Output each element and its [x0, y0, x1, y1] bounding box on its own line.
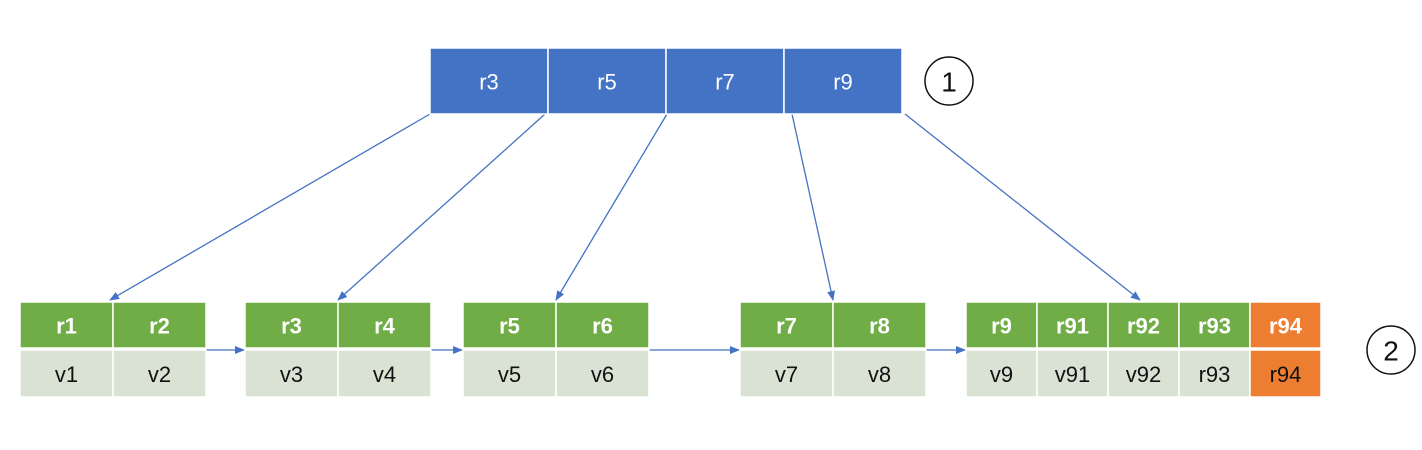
leaf-node: r1 v1 r2 v2	[19, 301, 207, 398]
leaf-value-cell: v92	[1107, 349, 1180, 398]
leaf-key-cell: r3	[244, 301, 339, 349]
leaf-key-label: r6	[592, 314, 613, 339]
leaf-badge: 2	[1366, 325, 1416, 375]
leaf-key-label: r8	[869, 314, 890, 339]
leaf-key-cell: r8	[832, 301, 927, 349]
leaf-key-cell: r9	[965, 301, 1038, 349]
leaf-value-cell: v9	[965, 349, 1038, 398]
root-key-cell: r9	[783, 47, 903, 115]
leaf-value-cell: r93	[1178, 349, 1251, 398]
leaf-key-cell: r7	[739, 301, 834, 349]
root-node: r3 r5 r7 r9	[429, 47, 903, 115]
leaf-value-cell: v8	[832, 349, 927, 398]
leaf-key-label: r7	[776, 314, 797, 339]
leaf-value-label: v9	[990, 362, 1013, 387]
leaf-node: r9 v9 r91 v91 r92 v92 r93 r93 r94 r94	[965, 301, 1322, 398]
leaf-key-label: r4	[374, 314, 396, 339]
leaf-key-label: r5	[499, 314, 520, 339]
leaf-value-cell: v1	[19, 349, 114, 398]
leaf-value-label: v91	[1055, 362, 1090, 387]
child-pointer-arrow	[904, 113, 1141, 301]
pointer-arrows	[109, 113, 1141, 354]
leaf-value-cell: v5	[462, 349, 557, 398]
root-key-cell: r5	[547, 47, 667, 115]
leaf-value-cell: v2	[112, 349, 207, 398]
leaf-value-label: v7	[775, 362, 798, 387]
leaf-key-cell: r1	[19, 301, 114, 349]
leaf-value-cell: v4	[337, 349, 432, 398]
child-pointer-arrow	[109, 113, 431, 301]
leaf-key-cell: r2	[112, 301, 207, 349]
root-key-label: r3	[479, 70, 499, 95]
leaf-value-label: v4	[373, 362, 396, 387]
leaf-value-cell: r94	[1249, 349, 1322, 398]
leaf-value-label: r93	[1199, 362, 1231, 387]
leaf-key-label: r9	[991, 314, 1012, 339]
leaf-key-label: r3	[281, 314, 302, 339]
leaf-node: r5 v5 r6 v6	[462, 301, 650, 398]
leaf-value-label: v92	[1126, 362, 1161, 387]
root-key-label: r7	[715, 70, 735, 95]
leaf-value-cell: v7	[739, 349, 834, 398]
root-badge: 1	[924, 56, 974, 106]
leaf-value-label: v6	[591, 362, 614, 387]
leaf-value-label: v5	[498, 362, 521, 387]
leaf-value-label: v8	[868, 362, 891, 387]
leaf-key-label: r91	[1056, 314, 1089, 339]
leaf-nodes: r1 v1 r2 v2 r3 v3 r4 v4 r5 v5 r6 v6 r7 v7 r8 v8 r9 v9 r91 v…	[19, 301, 1322, 398]
leaf-key-cell: r6	[555, 301, 650, 349]
leaf-value-cell: v6	[555, 349, 650, 398]
leaf-badge-label: 2	[1383, 336, 1399, 367]
leaf-key-label: r2	[149, 314, 170, 339]
leaf-value-label: v2	[148, 362, 171, 387]
leaf-value-label: v1	[55, 362, 78, 387]
root-key-cell: r7	[665, 47, 785, 115]
leaf-key-cell: r91	[1036, 301, 1109, 349]
leaf-key-label: r92	[1127, 314, 1160, 339]
leaf-key-label: r93	[1198, 314, 1231, 339]
child-pointer-arrow	[555, 113, 668, 301]
leaf-key-cell: r94	[1249, 301, 1322, 349]
child-pointer-arrow	[337, 113, 546, 301]
leaf-key-cell: r93	[1178, 301, 1251, 349]
leaf-key-cell: r92	[1107, 301, 1180, 349]
leaf-key-cell: r5	[462, 301, 557, 349]
root-key-label: r9	[833, 70, 853, 95]
root-badge-label: 1	[941, 67, 957, 98]
root-key-cell: r3	[429, 47, 549, 115]
leaf-node: r3 v3 r4 v4	[244, 301, 432, 398]
leaf-value-label: v3	[280, 362, 303, 387]
root-key-label: r5	[597, 70, 617, 95]
leaf-key-label: r94	[1269, 314, 1303, 339]
leaf-key-cell: r4	[337, 301, 432, 349]
leaf-node: r7 v7 r8 v8	[739, 301, 927, 398]
leaf-value-cell: v3	[244, 349, 339, 398]
leaf-value-cell: v91	[1036, 349, 1109, 398]
leaf-value-label: r94	[1270, 362, 1302, 387]
child-pointer-arrow	[791, 113, 835, 301]
leaf-key-label: r1	[56, 314, 77, 339]
